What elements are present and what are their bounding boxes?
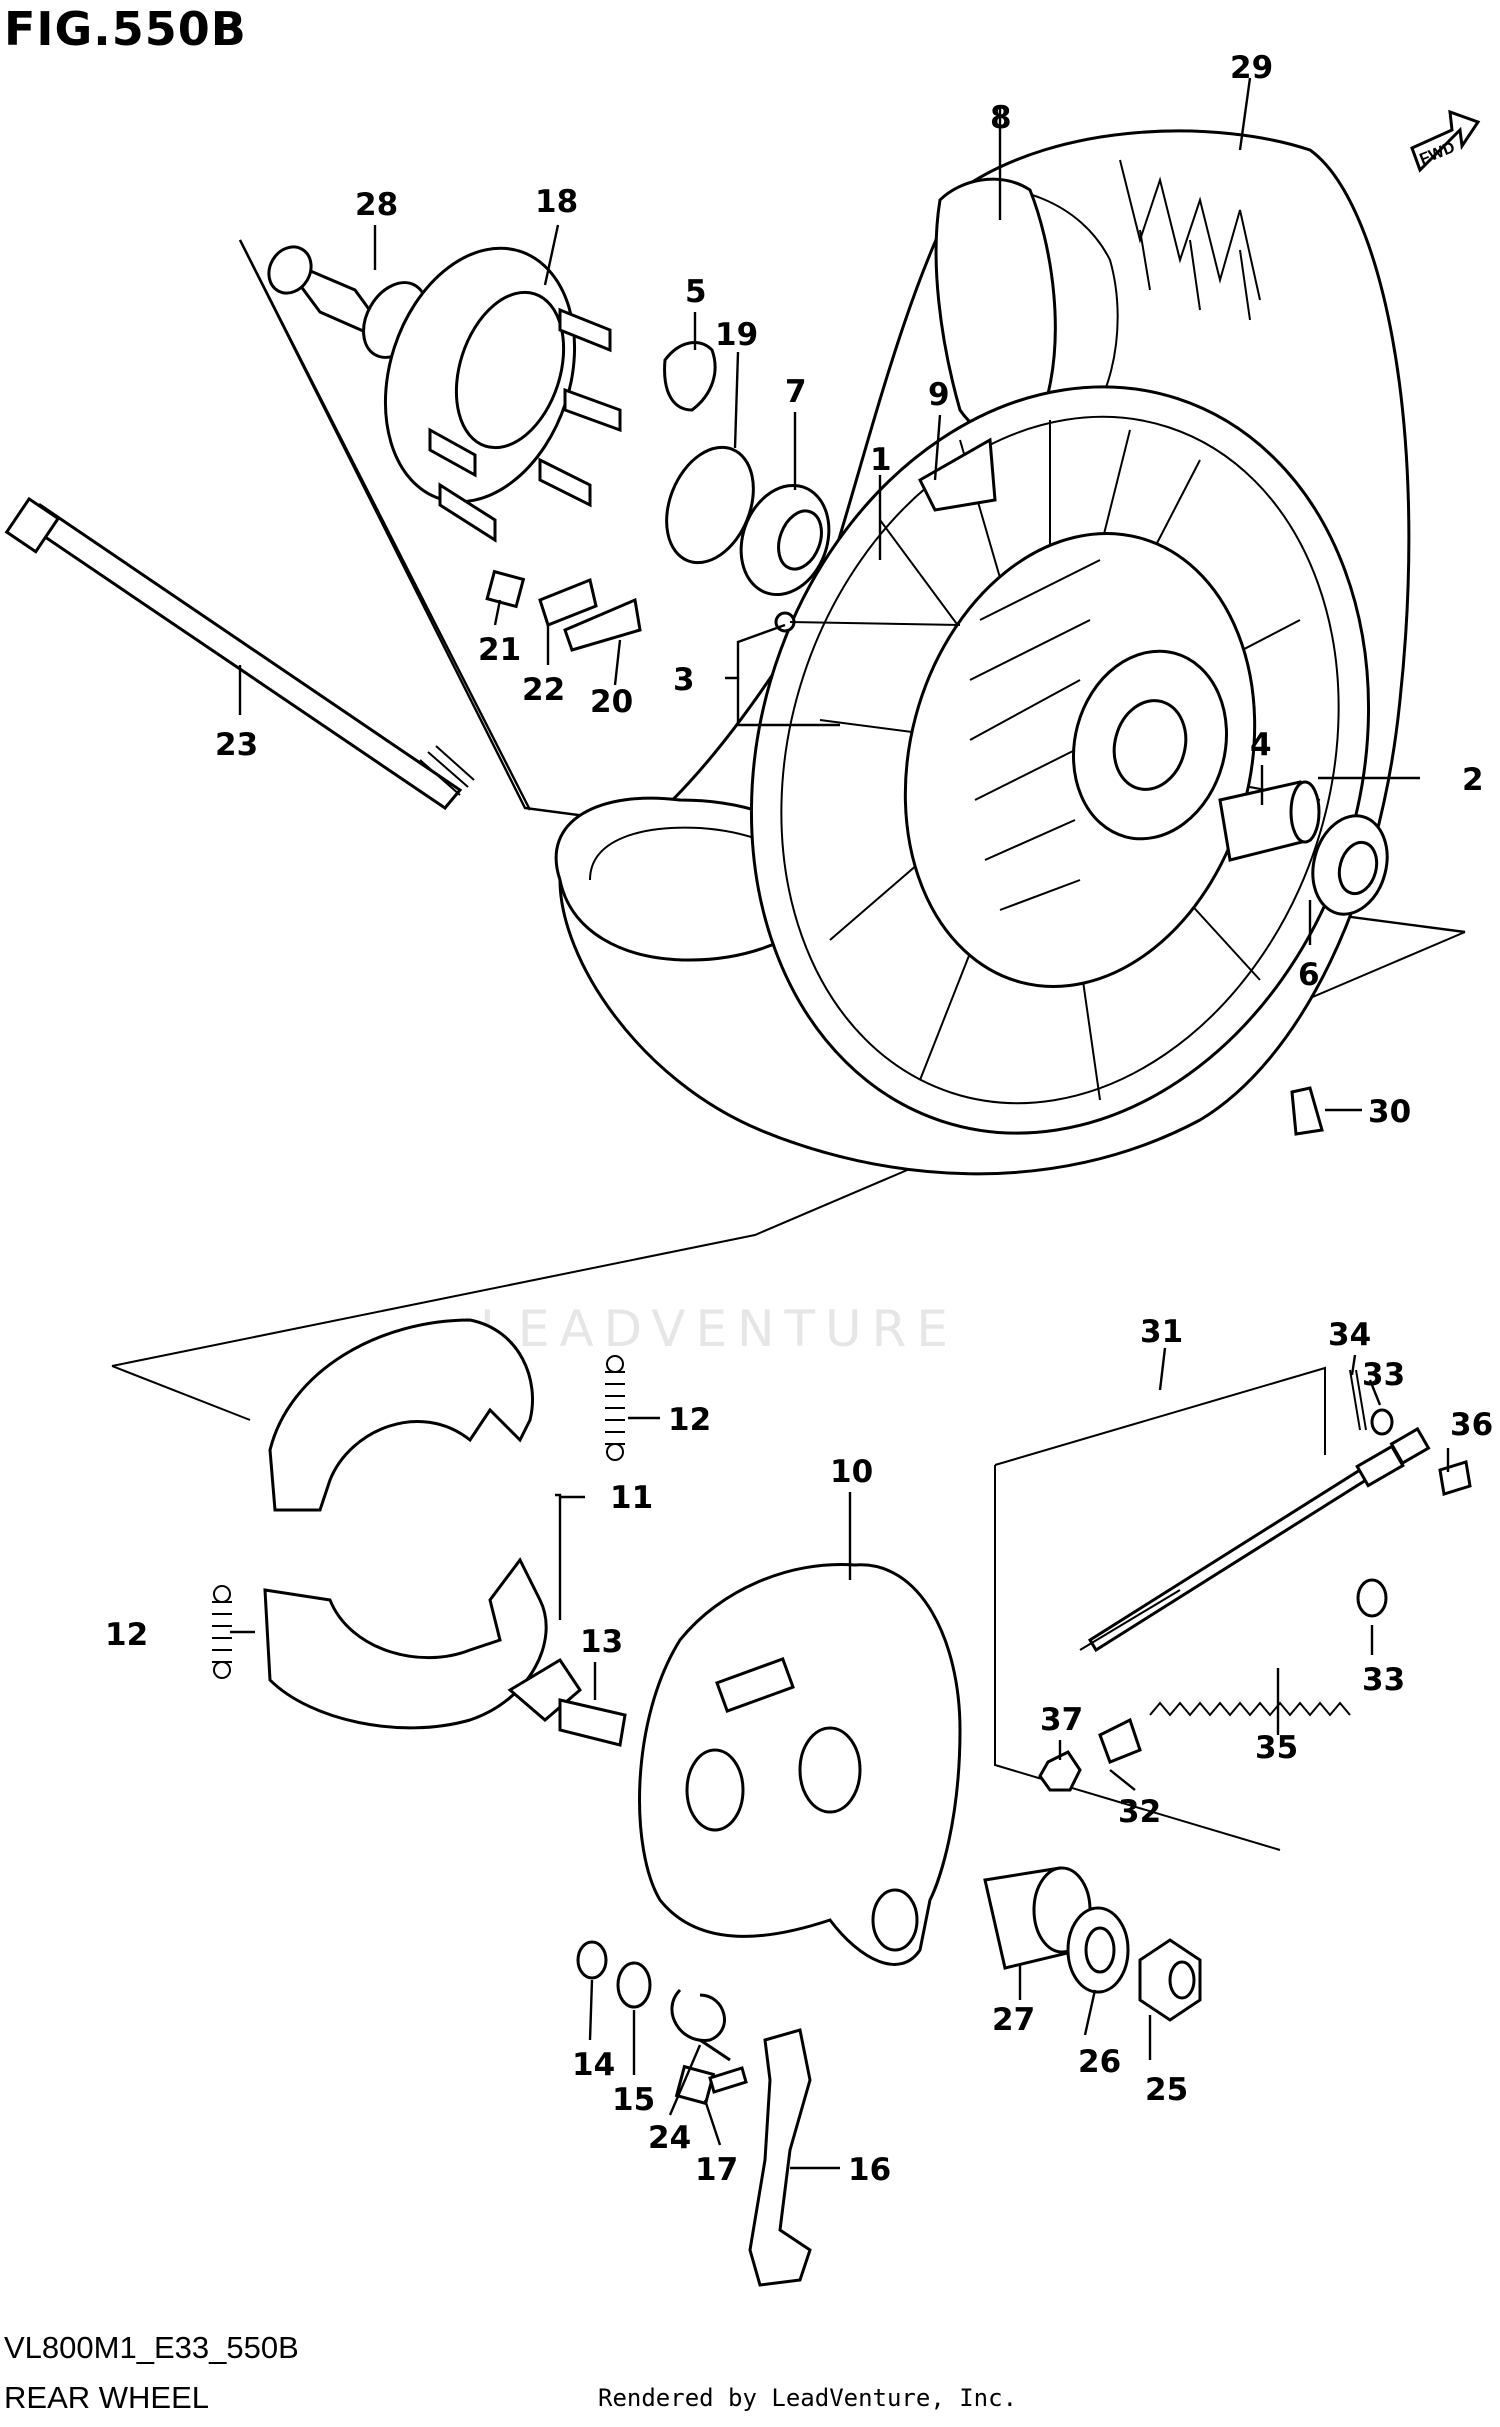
callout-7: 7 <box>785 374 807 410</box>
callout-28: 28 <box>355 187 398 223</box>
callout-6: 6 <box>1298 957 1320 993</box>
callout-24: 24 <box>648 2120 691 2156</box>
circlip <box>576 1940 608 1980</box>
callout-23: 23 <box>215 727 258 763</box>
axle <box>4 496 475 811</box>
callout-labels: 1 2 3 4 5 6 7 8 9 10 11 12 12 13 14 15 1… <box>105 50 1493 2188</box>
callout-36: 36 <box>1450 1407 1493 1443</box>
spring-lower <box>212 1585 232 1679</box>
wheel-hub <box>903 532 1257 988</box>
callout-33-upper: 33 <box>1362 1357 1405 1393</box>
callout-3: 3 <box>673 662 695 698</box>
return-spring <box>670 1988 731 2062</box>
brake-arm <box>748 2028 812 2287</box>
brake-rod <box>1079 1426 1431 1653</box>
callout-17: 17 <box>695 2152 738 2188</box>
callout-14: 14 <box>572 2047 615 2083</box>
sprocket-drum <box>383 246 622 543</box>
cotter-pin <box>1349 1369 1367 1431</box>
lever-bolt <box>674 2064 748 2106</box>
rim-band <box>918 437 997 512</box>
diagram-name: REAR WHEEL <box>4 2380 209 2415</box>
callout-11: 11 <box>610 1480 653 1516</box>
rod-washer-top <box>1370 1408 1394 1436</box>
brake-panel <box>638 1562 962 1966</box>
callout-26: 26 <box>1078 2044 1121 2080</box>
brake-shoes <box>263 1318 548 1730</box>
callout-9: 9 <box>928 377 950 413</box>
callout-35: 35 <box>1255 1730 1298 1766</box>
damper <box>663 341 717 412</box>
callout-2: 2 <box>1462 762 1484 798</box>
callout-22: 22 <box>522 672 565 708</box>
callout-18: 18 <box>535 184 578 220</box>
callout-16: 16 <box>848 2152 891 2188</box>
callout-8: 8 <box>990 100 1012 136</box>
spacer <box>1218 780 1321 862</box>
rod-spring <box>1149 1701 1351 1717</box>
washer <box>616 1961 652 2009</box>
callout-20: 20 <box>590 684 633 720</box>
leader-lines <box>230 77 1450 2170</box>
joint <box>1098 1717 1142 1764</box>
bolt-lock-set <box>485 569 642 652</box>
callout-33-lower: 33 <box>1362 1662 1405 1698</box>
callout-5: 5 <box>685 274 707 310</box>
callout-10: 10 <box>830 1454 873 1490</box>
bearing-left <box>739 483 831 597</box>
callout-13: 13 <box>580 1624 623 1660</box>
callout-12-lower: 12 <box>105 1617 148 1653</box>
brake-cam <box>507 1657 627 1747</box>
brake-rod-group-outline <box>994 1366 1326 1851</box>
spring-upper <box>605 1355 625 1461</box>
axle-nut <box>1138 1938 1202 2022</box>
rod-washer-bottom <box>1356 1578 1388 1618</box>
callout-4: 4 <box>1250 727 1272 763</box>
callout-37: 37 <box>1040 1702 1083 1738</box>
bearing-right <box>1311 814 1389 916</box>
callout-32: 32 <box>1118 1794 1161 1830</box>
callout-25: 25 <box>1145 2072 1188 2108</box>
callout-12-upper: 12 <box>668 1402 711 1438</box>
callout-30: 30 <box>1368 1094 1411 1130</box>
callout-34: 34 <box>1328 1317 1371 1353</box>
callout-1: 1 <box>870 442 892 478</box>
watermark: LEADVENTURE <box>480 1300 958 1358</box>
render-credit: Rendered by LeadVenture, Inc. <box>598 2384 1018 2412</box>
diagram-code: VL800M1_E33_550B <box>4 2330 299 2365</box>
callout-31: 31 <box>1140 1314 1183 1350</box>
fwd-arrow-icon: FWD <box>1410 109 1481 173</box>
callout-27: 27 <box>992 2002 1035 2038</box>
rod-nut <box>1038 1750 1082 1792</box>
clevis-pin <box>1438 1460 1472 1496</box>
balance-weight <box>1290 1086 1324 1136</box>
callout-19: 19 <box>715 317 758 353</box>
axle-washer <box>1066 1906 1130 1994</box>
callout-15: 15 <box>612 2082 655 2118</box>
callout-21: 21 <box>478 632 521 668</box>
figure-title: FIG.550B <box>4 2 247 56</box>
callout-29: 29 <box>1230 50 1273 86</box>
